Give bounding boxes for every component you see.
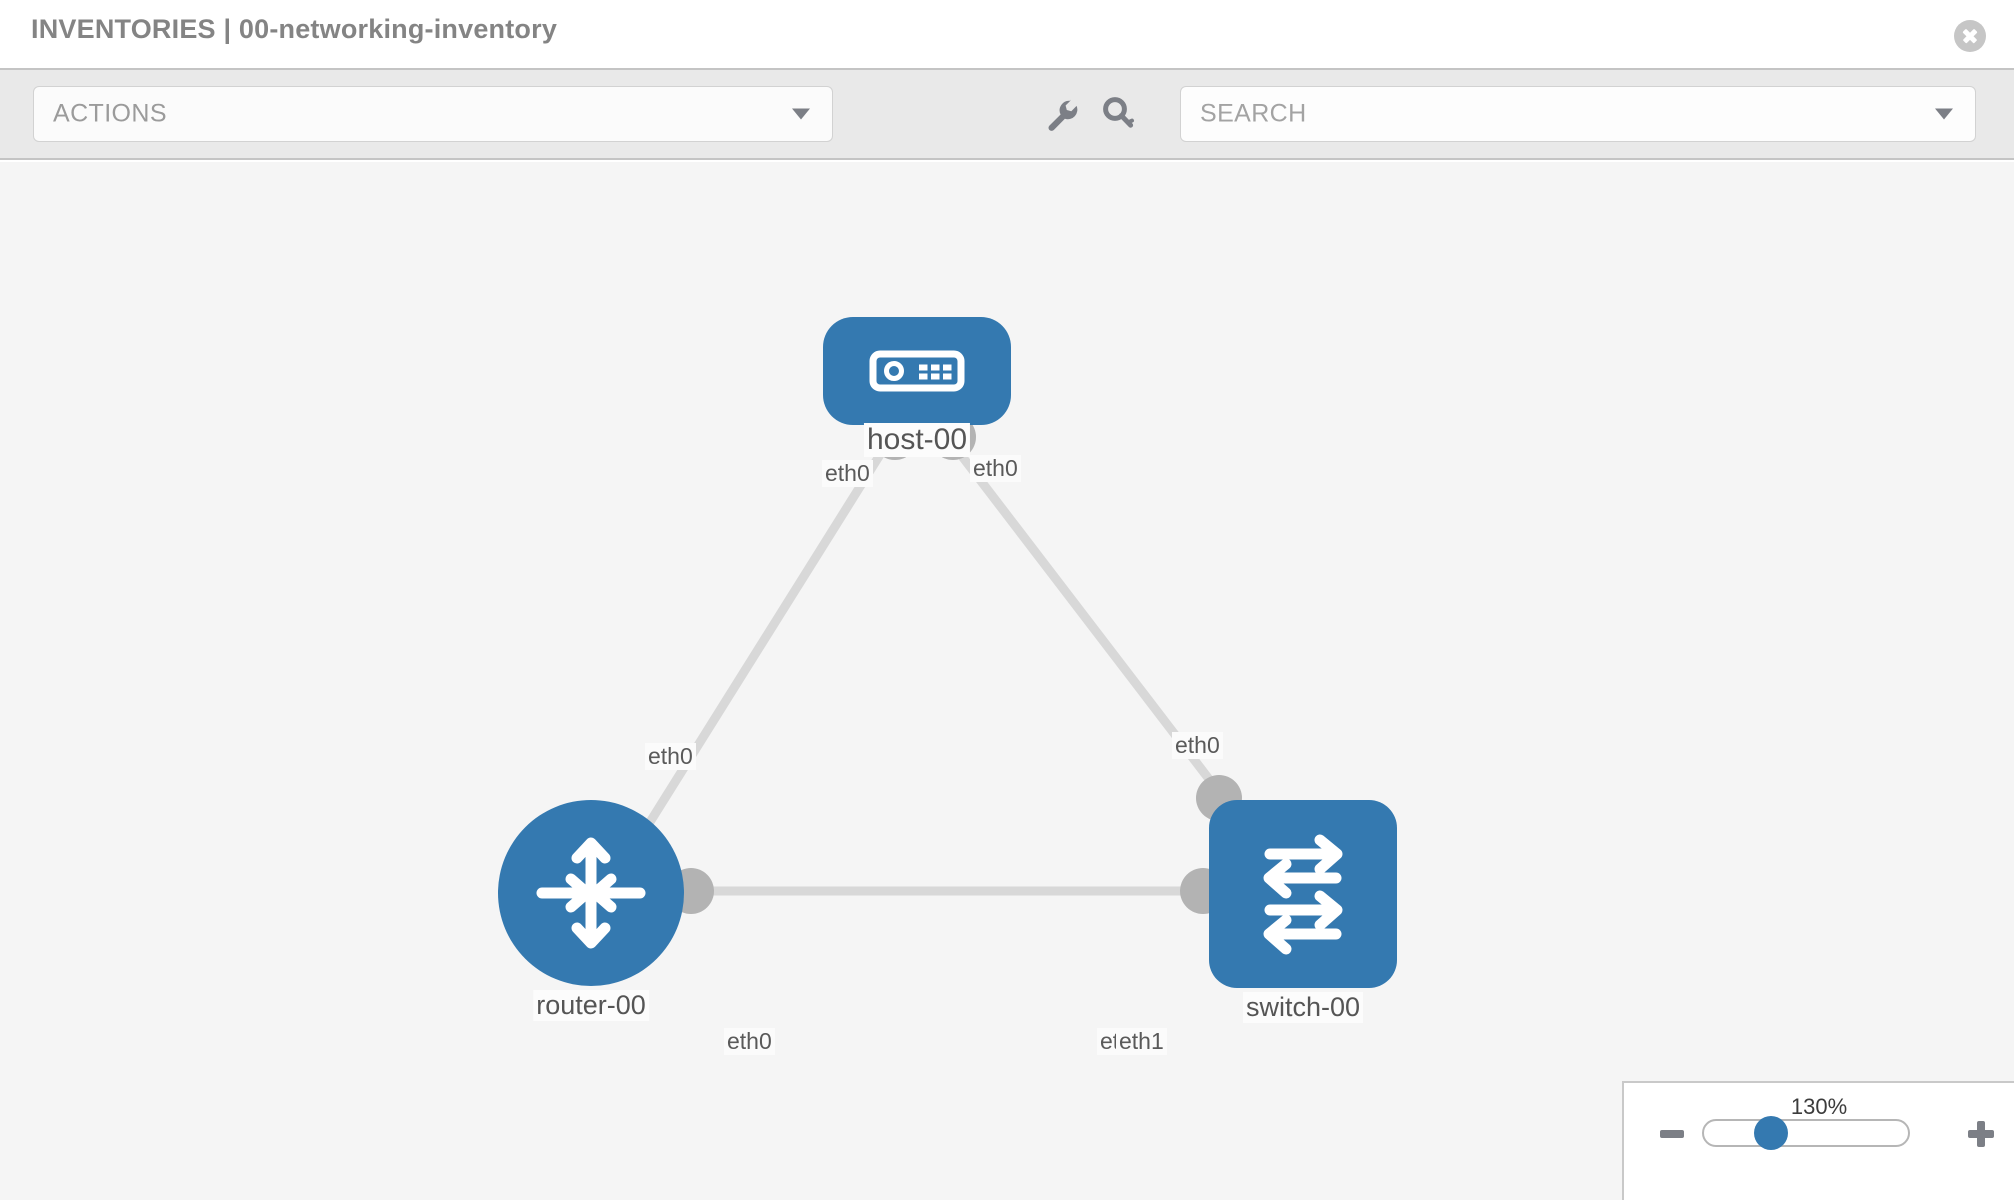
switch-arrows-icon <box>1263 834 1343 955</box>
zoom-slider-thumb[interactable] <box>1754 1116 1788 1150</box>
node-switch-00-label: switch-00 <box>1242 992 1364 1023</box>
node-router-00-shape <box>498 800 684 986</box>
search-placeholder: SEARCH <box>1200 99 1307 128</box>
page-title: INVENTORIES | 00-networking-inventory <box>31 14 558 44</box>
zoom-out-button[interactable] <box>1660 1130 1684 1138</box>
node-host-00-shape <box>823 317 1011 425</box>
close-icon[interactable] <box>1954 20 1986 52</box>
zoom-in-button[interactable] <box>1968 1121 1994 1147</box>
chevron-down-icon <box>792 108 810 120</box>
key-icon[interactable] <box>1097 92 1141 136</box>
edge-label-switch-up: eth0 <box>1172 732 1223 759</box>
zoom-control-panel: 130% <box>1622 1081 2014 1200</box>
edge-label-router-up: eth0 <box>645 743 696 770</box>
chevron-down-icon[interactable] <box>1935 108 1953 120</box>
zoom-percent-label: 130% <box>1790 1094 1848 1119</box>
edge-label-switch-left-eth1: eth1 <box>1116 1028 1167 1055</box>
actions-dropdown[interactable]: ACTIONS <box>33 86 833 142</box>
link-host-switch <box>941 431 1242 820</box>
search-input[interactable]: SEARCH <box>1180 86 1976 142</box>
edge-label-host-left: eth0 <box>822 460 873 487</box>
node-host-00-label: host-00 <box>863 423 971 457</box>
topology-canvas[interactable]: host-00 <box>0 162 2014 1200</box>
edge-label-router-right: eth0 <box>724 1028 775 1055</box>
node-router-00-label: router-00 <box>533 990 649 1021</box>
edge-label-host-right: eth0 <box>970 455 1021 482</box>
node-host-00[interactable]: host-00 <box>823 317 1011 457</box>
toolbar: ACTIONS SEARCH <box>0 70 2014 160</box>
node-router-00[interactable]: router-00 <box>498 800 684 1021</box>
zoom-slider-track[interactable] <box>1702 1119 1910 1147</box>
node-switch-00-shape <box>1209 800 1397 988</box>
actions-dropdown-label: ACTIONS <box>53 99 167 128</box>
router-four-arrows-icon <box>536 837 646 949</box>
node-switch-00[interactable]: switch-00 <box>1209 800 1397 1023</box>
wrench-icon[interactable] <box>1040 92 1084 136</box>
window-title-bar: INVENTORIES | 00-networking-inventory <box>0 0 2014 70</box>
server-icon <box>869 350 965 392</box>
